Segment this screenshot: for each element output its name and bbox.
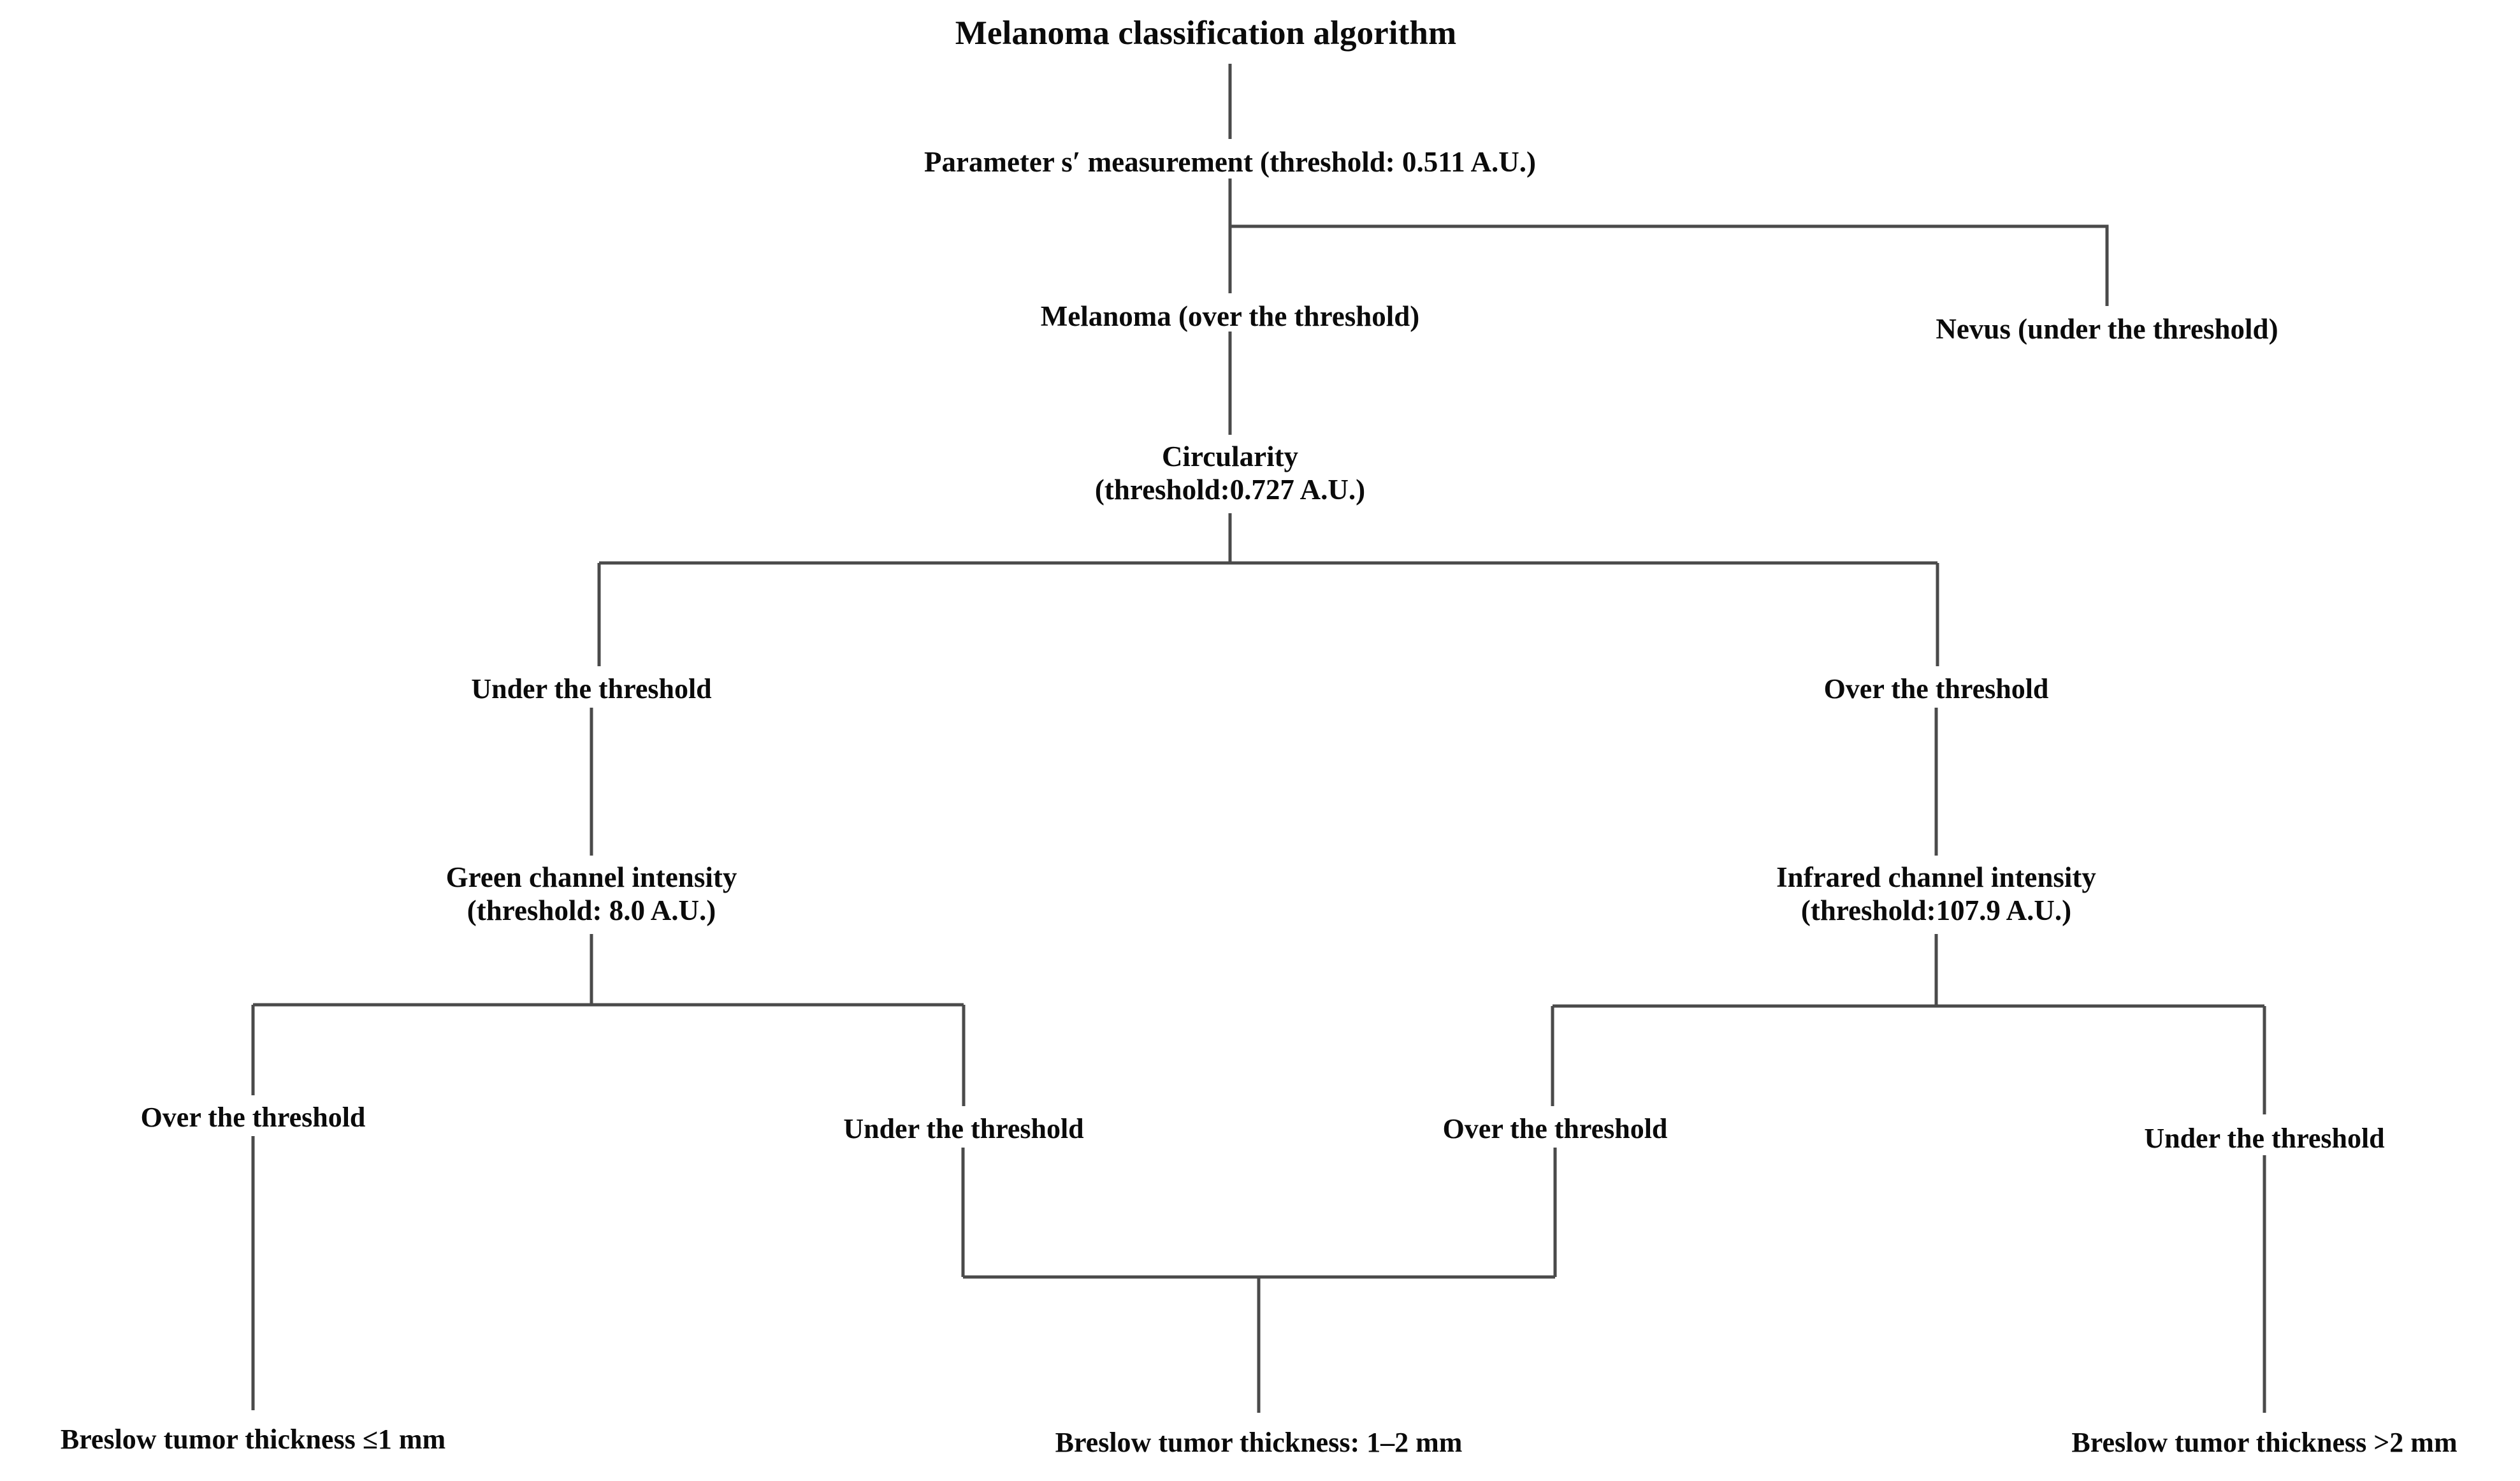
node-ir-over: Over the threshold [1442,1113,1668,1144]
node-melanoma: Melanoma (over the threshold) [1040,300,1420,332]
node-circ-under: Under the threshold [471,673,712,704]
node-green-channel: Green channel intensity (threshold: 8.0 … [445,861,737,927]
node-infrared-channel: Infrared channel intensity (threshold:10… [1776,861,2096,927]
node-green-over: Over the threshold [140,1102,366,1133]
node-circularity: Circularity (threshold:0.727 A.U.) [1094,441,1366,506]
node-breslow-thick: Breslow tumor thickness >2 mm [2071,1427,2458,1458]
node-circ-over: Over the threshold [1823,673,2049,704]
node-nevus: Nevus (under the threshold) [1936,313,2278,345]
node-breslow-mid: Breslow tumor thickness: 1–2 mm [1055,1427,1463,1458]
edge-parameter-branch-bar [1230,224,2109,306]
node-title: Melanoma classification algorithm [955,15,1457,52]
node-breslow-thin: Breslow tumor thickness ≤1 mm [60,1424,446,1455]
node-ir-under: Under the threshold [2144,1123,2385,1154]
node-parameter-s: Parameter s′ measurement (threshold: 0.5… [923,146,1537,178]
node-green-under: Under the threshold [843,1113,1084,1144]
